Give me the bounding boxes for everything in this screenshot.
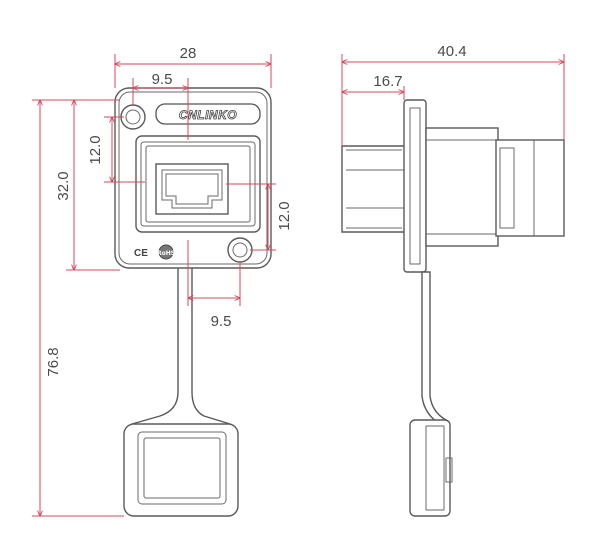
dim-front-depth-label: 16.7 <box>373 73 402 90</box>
dim-flange-height: 32.0 <box>55 100 120 270</box>
dim-hole-spacing-bottom-label: 9.5 <box>211 313 232 330</box>
side-view: 40.4 16.7 <box>341 43 565 517</box>
dust-cover <box>123 423 239 517</box>
dim-width-28: 28 <box>115 45 271 88</box>
dim-overall-length: 76.8 <box>32 100 124 516</box>
dim-overall-length-label: 76.8 <box>45 347 62 376</box>
side-rear-housing <box>425 127 499 247</box>
front-view: CNLINKO CE RoHS 28 <box>32 45 293 517</box>
mounting-hole-top <box>120 104 146 130</box>
dim-hole-offset-right-label: 12.0 <box>276 201 293 230</box>
dim-front-depth: 16.7 <box>342 73 404 100</box>
side-rear-cap <box>495 139 565 237</box>
dim-hole-offset-left: 12.0 <box>87 117 145 182</box>
side-strap <box>421 271 448 425</box>
brand-logo-text: CNLINKO <box>179 108 237 122</box>
dim-hole-spacing-bottom: 9.5 <box>188 240 240 330</box>
ce-mark: CE <box>134 248 148 259</box>
flange-plate-edge <box>118 91 268 265</box>
side-dust-cover <box>409 419 451 517</box>
dim-hole-spacing-top-label: 9.5 <box>152 71 173 88</box>
side-flange <box>403 99 427 273</box>
dim-flange-height-label: 32.0 <box>55 171 72 200</box>
dim-hole-offset-left-label: 12.0 <box>87 135 104 164</box>
dim-overall-depth: 40.4 <box>342 43 564 146</box>
side-front-body <box>341 145 407 233</box>
mounting-hole-bottom <box>227 237 253 263</box>
dim-overall-depth-label: 40.4 <box>437 43 466 60</box>
dust-cover-inner-2 <box>143 437 221 499</box>
dust-cover-inner <box>137 431 227 505</box>
brand-logo: CNLINKO <box>155 103 261 125</box>
dim-hole-offset-right: 12.0 <box>226 184 293 250</box>
cover-strap <box>131 265 231 431</box>
rj45-socket <box>135 135 261 233</box>
rohs-mark: RoHS <box>157 244 175 260</box>
rohs-mark-text: RoHS <box>157 250 175 257</box>
dim-hole-spacing-top: 9.5 <box>133 71 188 140</box>
dim-width-label: 28 <box>180 45 197 62</box>
